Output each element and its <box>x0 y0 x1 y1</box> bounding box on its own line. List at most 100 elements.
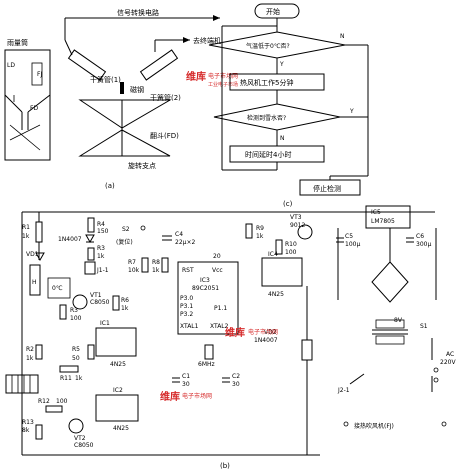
ic4 <box>261 257 303 287</box>
r6-label: R6 <box>121 297 129 304</box>
r10-value: 100 <box>285 249 297 256</box>
fan-terminal-2 <box>441 421 447 427</box>
j2-label: J2-1 <box>337 387 350 394</box>
flow-no-1: N <box>340 33 345 40</box>
ic3-p11: P1.1 <box>214 305 227 312</box>
crystal <box>204 344 214 360</box>
watermark-site-3: 电子市场网 <box>182 392 212 400</box>
r8 <box>161 257 169 273</box>
relay-j1 <box>84 261 96 275</box>
ac-label: AC <box>446 351 454 358</box>
s1-label: S1 <box>420 323 428 330</box>
signal-circuit-label: 信号转换电路 <box>117 8 159 17</box>
ic3-rst: RST <box>182 267 194 274</box>
reset-label: (复位) <box>116 238 133 246</box>
ic3-pin20: 20 <box>213 253 221 260</box>
ac-terminal-1 <box>433 367 439 373</box>
r1-label: R1 <box>22 224 30 231</box>
flow-cond-temp-text: 气温低于0℃否? <box>246 42 290 50</box>
fj-label: FJ <box>37 71 42 78</box>
s2-switch <box>140 225 146 231</box>
r5-value: 50 <box>72 355 80 362</box>
flow-stop-text: 停止检测 <box>313 184 341 193</box>
r6-value: 1k <box>121 305 129 312</box>
figure-a: 信号转换电路 雨量筒 LD FJ FD 干簧管(1) 干簧管(2) 去终端机 磁… <box>4 8 221 190</box>
r3-value: 1k <box>97 253 105 260</box>
r4-label: R4 <box>97 221 105 228</box>
ic3-vcc: Vcc <box>212 267 223 274</box>
r6 <box>112 295 120 311</box>
vt3 <box>297 224 313 240</box>
figure-c-label: (c) <box>283 200 293 208</box>
ic3-xtal2: XTAL2 <box>210 323 229 330</box>
flow-fan-text: 热风机工作5分钟 <box>240 78 293 87</box>
fan-fj-label: 接热吹风机(FJ) <box>354 422 394 430</box>
r9 <box>245 223 253 239</box>
h-label: H <box>32 279 37 286</box>
watermark-brand-3: 维库 <box>160 390 180 403</box>
d1-label: 1N4007 <box>58 236 82 243</box>
figure-a-label: (a) <box>105 182 115 190</box>
r9-value: 1k <box>256 233 264 240</box>
ic3-xtal1: XTAL1 <box>180 323 199 330</box>
watermark-top: 维库 电子市场网 工业电子市场 <box>186 70 238 88</box>
r3b-label: R3 <box>70 307 78 314</box>
vt3-label: VT3 <box>290 214 302 221</box>
bucket-label: 翻斗(FD) <box>150 131 179 140</box>
transformer-secondary <box>375 319 405 329</box>
fan-terminal-1 <box>343 421 349 427</box>
r12-label: R12 <box>38 398 50 405</box>
crystal-label: 6MHz <box>198 361 215 368</box>
ic4-label: IC4 <box>268 251 278 258</box>
ld-label: LD <box>7 62 15 69</box>
r3b-value: 100 <box>70 315 82 322</box>
bridge-rectifier <box>371 261 409 303</box>
c1-value: 30 <box>182 381 190 388</box>
vt2-model: C8050 <box>74 442 94 449</box>
d1-diode <box>85 234 95 244</box>
c6-label: C6 <box>416 233 424 240</box>
ic3-p32: P3.2 <box>180 311 193 318</box>
r12-value: 100 <box>56 398 68 405</box>
r7-value: 10k <box>128 267 140 274</box>
vd1-diode <box>35 252 45 262</box>
flow-delay-text: 时间延时4小时 <box>245 150 291 159</box>
c5-label: C5 <box>345 233 353 240</box>
relay-j2 <box>301 339 313 361</box>
watermark-site: 电子市场网 <box>208 72 238 80</box>
figure-b-label: (b) <box>220 462 230 470</box>
pivot-label: 旋转支点 <box>128 161 156 170</box>
c6-value: 300μ <box>416 241 431 248</box>
s2-label: S2 <box>122 226 130 233</box>
r7-label: R7 <box>128 259 136 266</box>
ic1-model: 4N25 <box>110 361 126 368</box>
rain-gauge-label: 雨量筒 <box>7 38 28 47</box>
vd2-model: 1N4007 <box>254 337 278 344</box>
fj-block <box>31 62 43 86</box>
ic4-model: 4N25 <box>268 291 284 298</box>
ic3 <box>177 261 239 335</box>
flow-yes-2: Y <box>349 108 354 115</box>
zero-label: 0℃ <box>52 285 63 292</box>
figure-b: R1 1k 1N4007 VD1 R4 150 R3 1k J1-1 H 0℃ … <box>5 205 456 470</box>
ic2-label: IC2 <box>113 387 123 394</box>
rain-gauge-box <box>4 49 51 161</box>
vt1-model: C8050 <box>90 299 110 306</box>
c4-value: 22μ×2 <box>175 239 195 246</box>
flow-start-text: 开始 <box>266 7 280 16</box>
ic1 <box>95 327 137 357</box>
to-terminal-label: 去终端机 <box>193 36 221 45</box>
ic2-model: 4N25 <box>113 425 129 432</box>
r4 <box>87 217 95 233</box>
r13-label: R13 <box>22 419 34 426</box>
vt1-label: VT1 <box>90 292 102 299</box>
fd-label: FD <box>30 105 38 112</box>
r11-label: R11 <box>60 375 72 382</box>
flow-yes-1: Y <box>279 61 284 68</box>
v8-label: 8V <box>394 317 403 324</box>
r8-value: 1k <box>152 267 160 274</box>
r5 <box>87 344 95 360</box>
r11-value: 1k <box>75 375 83 382</box>
r12 <box>45 405 63 413</box>
